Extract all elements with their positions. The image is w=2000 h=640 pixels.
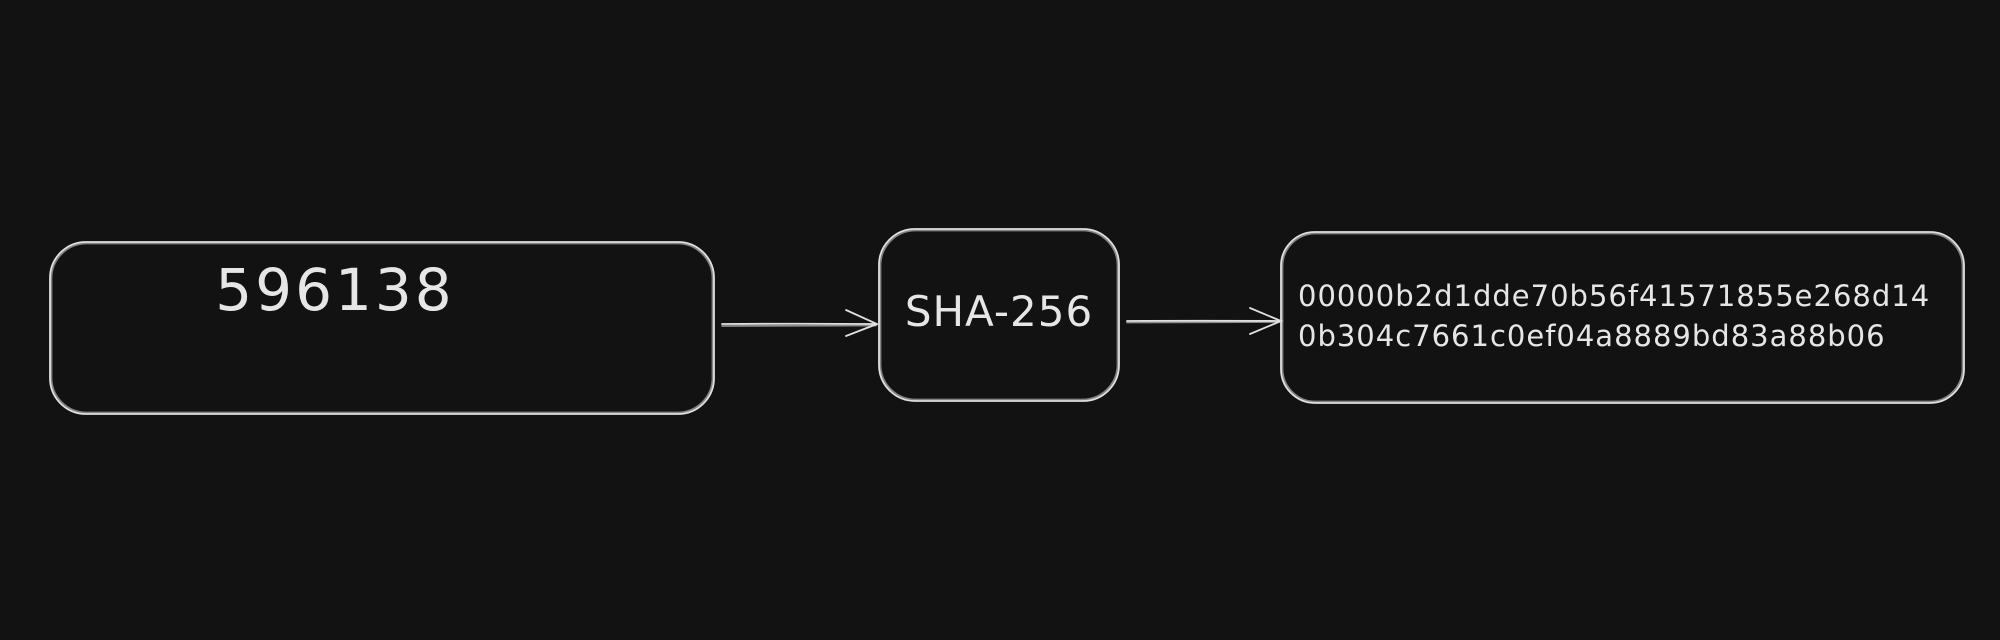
arrow-hash-to-output <box>1126 307 1284 335</box>
input-box <box>49 241 715 415</box>
output-hash-label: 00000b2d1dde70b56f41571855e268d14 0b304c… <box>1280 276 1960 356</box>
hash-function-label: SHA-256 <box>904 287 1094 336</box>
input-value-label: 596138 <box>215 256 455 324</box>
hash-function-box <box>878 228 1120 402</box>
output-hash-line-2: 0b304c7661c0ef04a8889bd83a88b06 <box>1298 319 1886 353</box>
arrow-input-to-hash <box>721 309 880 337</box>
output-hash-box <box>1280 231 1965 404</box>
output-hash-line-1: 00000b2d1dde70b56f41571855e268d14 <box>1298 279 1931 313</box>
